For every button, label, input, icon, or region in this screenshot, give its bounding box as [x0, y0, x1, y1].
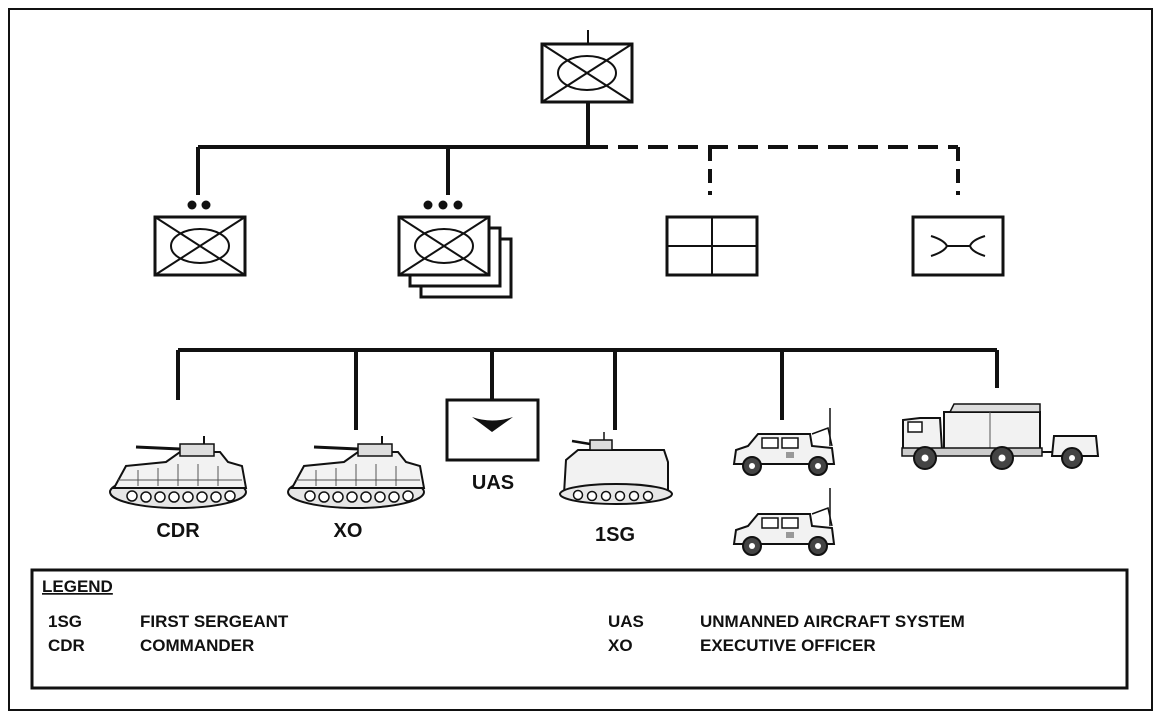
outer-border [8, 8, 1153, 711]
engineer-symbol [911, 215, 1005, 277]
cargo-truck-trailer-icon [901, 403, 1100, 470]
cdr-label: CDR [156, 520, 200, 542]
legend-meaning: EXECUTIVE OFFICER [700, 636, 876, 655]
xo-label: XO [334, 520, 363, 542]
mech-infantry-section-symbol [153, 200, 247, 277]
bradley-ifv-icon [286, 434, 426, 510]
first-sgt-label: 1SG [595, 524, 635, 546]
legend-meaning: UNMANNED AIRCRAFT SYSTEM [700, 612, 965, 631]
legend: LEGEND 1SG FIRST SERGEANT CDR COMMANDER … [30, 568, 1129, 690]
humvee-icon [733, 487, 835, 556]
mech-infantry-platoon-stack-symbol [397, 200, 513, 299]
legend-abbr: CDR [48, 636, 85, 655]
legend-abbr: XO [608, 636, 633, 655]
legend-abbr: 1SG [48, 612, 82, 631]
connector-lines [176, 30, 999, 430]
m113-apc-icon [559, 432, 673, 505]
uas-label: UAS [472, 472, 514, 494]
legend-abbr: UAS [608, 612, 644, 631]
legend-meaning: COMMANDER [140, 636, 254, 655]
uas-symbol [445, 398, 540, 462]
headquarters-symbol [665, 215, 759, 277]
legend-meaning: FIRST SERGEANT [140, 612, 289, 631]
company-hq-symbol [540, 42, 634, 104]
bradley-ifv-icon [108, 434, 248, 510]
legend-title: LEGEND [42, 577, 113, 596]
